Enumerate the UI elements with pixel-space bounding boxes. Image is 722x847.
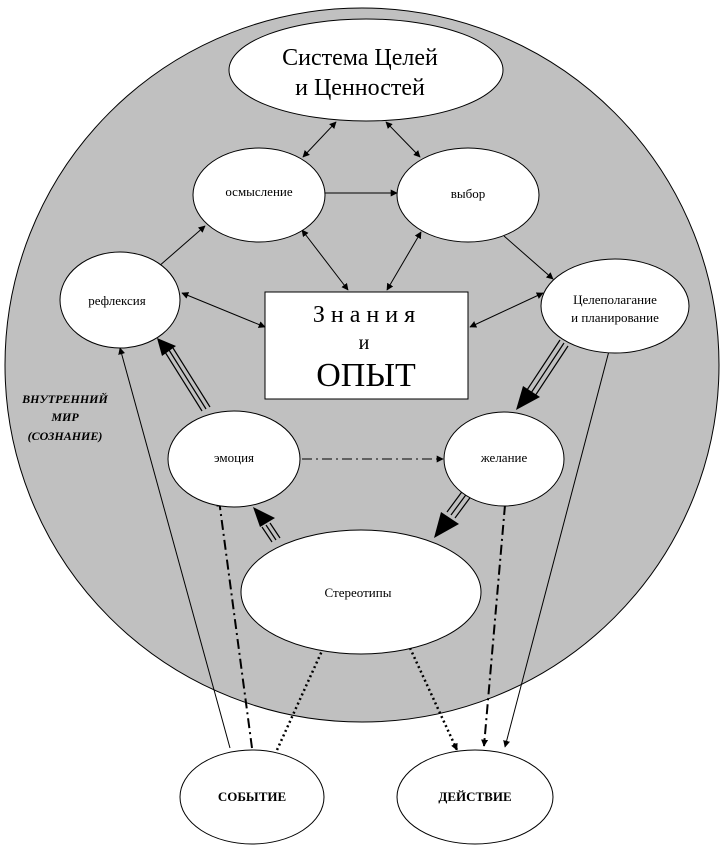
node-goals: Система Целей и Ценностей [228,18,504,122]
choice-label: выбор [451,186,486,201]
knowledge-line2: и [359,332,370,354]
event-label: СОБЫТИЕ [218,789,286,804]
node-emotion: эмоция [167,410,301,508]
arrow-comprehension-knowledge [301,229,349,291]
node-event: СОБЫТИЕ [179,749,325,845]
arrow-event-emotion [216,499,253,749]
node-reflection: рефлексия [59,251,181,349]
arrow-event-reflection [118,347,231,749]
inner-world-label: ВНУТРЕННИЙ МИР (СОЗНАНИЕ) [21,391,108,443]
planning-line2: и планирование [571,310,659,325]
arrow-planning-action [503,350,610,748]
arrow-goals-comprehension [302,121,337,158]
arrow-emotion-reflection [157,338,211,412]
arrow-reflection-knowledge [181,292,266,328]
planning-line1: Целеполагание [573,292,657,307]
comprehension-label: осмысление [225,184,292,199]
knowledge-line1: З н а н и я [313,302,415,328]
node-stereotypes: Стереотипы [240,529,482,655]
reflection-label: рефлексия [88,293,146,308]
node-knowledge: З н а н и я и ОПЫТ [264,291,469,400]
arrow-reflection-comprehension [157,225,206,268]
goals-line2: и Ценностей [295,75,425,101]
arrow-choice-planning [503,235,554,280]
action-label: ДЕЙСТВИЕ [438,789,511,804]
arrow-stereotypes-action [408,647,459,751]
emotion-label: эмоция [214,450,254,465]
inner-world-line1: ВНУТРЕННИЙ [21,391,108,406]
arrow-planning-desire [516,339,569,410]
arrow-knowledge-planning [469,292,544,328]
arrow-goals-choice [385,121,421,158]
node-desire: желание [443,411,565,507]
node-choice: выбор [396,147,540,243]
knowledge-line3: ОПЫТ [316,357,416,394]
node-action: ДЕЙСТВИЕ [396,749,554,845]
arrow-choice-knowledge [386,231,422,291]
stereotypes-label: Стереотипы [325,585,392,600]
arrow-desire-action [481,504,506,747]
arrow-desire-stereotypes [434,488,473,538]
node-comprehension: осмысление [192,147,326,243]
arrow-stereotypes-emotion [253,507,281,543]
inner-world-line2: МИР [50,410,79,424]
desire-label: желание [480,450,528,465]
node-planning: Целеполагание и планирование [540,258,690,354]
goals-line1: Система Целей [282,45,438,71]
inner-world-line3: (СОЗНАНИЕ) [28,429,103,443]
